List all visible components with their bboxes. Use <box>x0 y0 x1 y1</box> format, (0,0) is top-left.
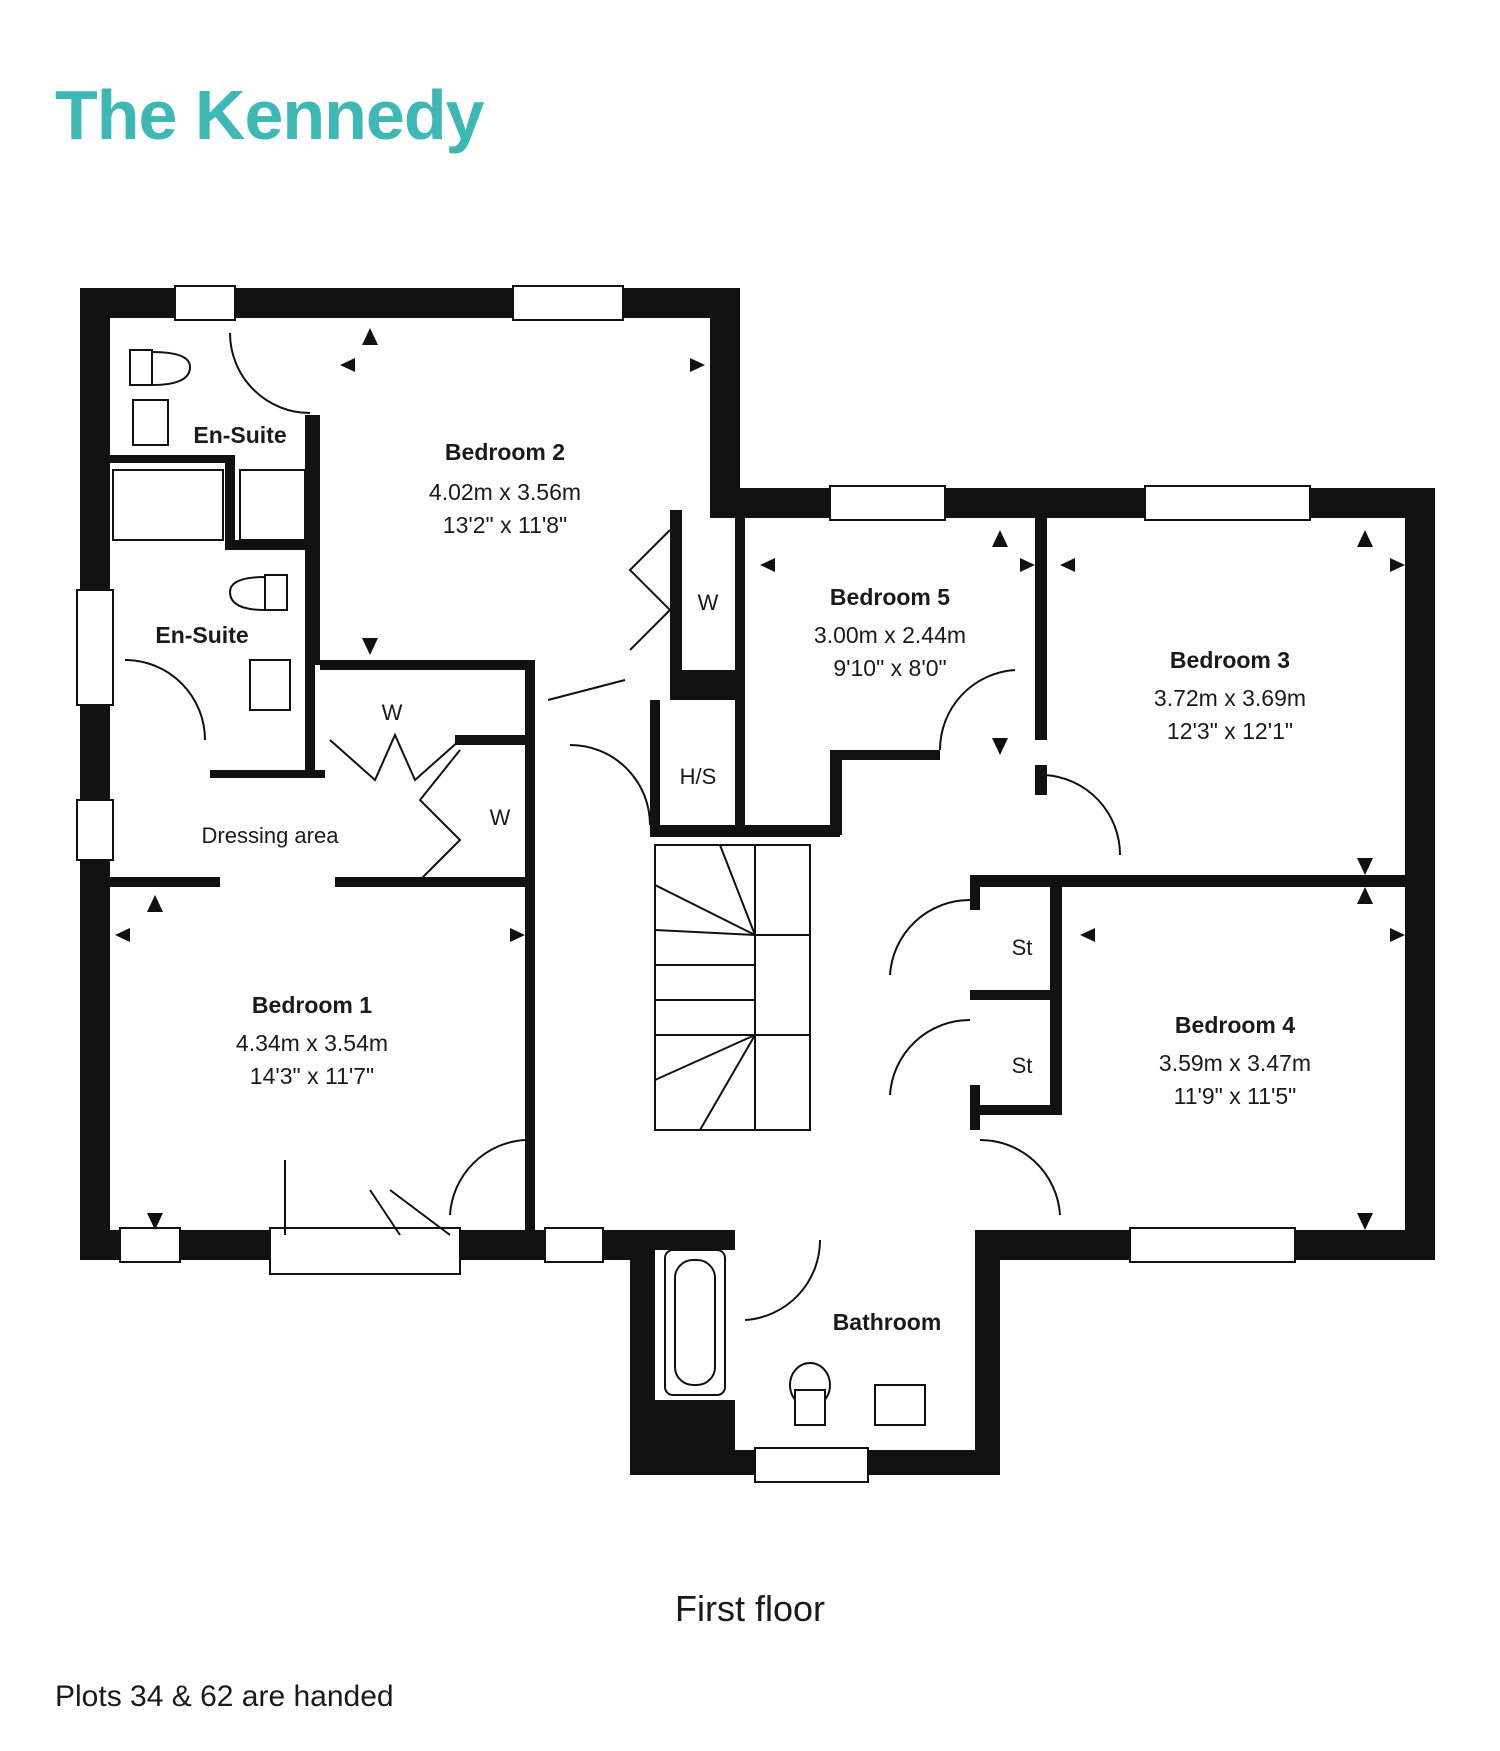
fixtures <box>112 349 926 1426</box>
room-name-bedroom1: Bedroom 1 <box>252 992 372 1018</box>
wardrobe-label-bedroom2: W <box>698 590 719 615</box>
handed-note: Plots 34 & 62 are handed <box>55 1680 394 1713</box>
windows <box>76 285 1311 1483</box>
room-imperial-bedroom3: 12'3" x 12'1" <box>1167 718 1293 744</box>
room-metric-bedroom3: 3.72m x 3.69m <box>1154 685 1306 711</box>
floor-label: First floor <box>674 1588 825 1629</box>
room-name-bedroom2: Bedroom 2 <box>445 439 565 465</box>
room-metric-bedroom5: 3.00m x 2.44m <box>814 622 966 648</box>
room-metric-bedroom4: 3.59m x 3.47m <box>1159 1050 1311 1076</box>
store-label-1: St <box>1012 935 1033 960</box>
doors <box>124 332 1122 1321</box>
room-name-hs: H/S <box>680 764 717 789</box>
room-name-bedroom3: Bedroom 3 <box>1170 647 1290 673</box>
labels: Bedroom 2 4.02m x 3.56m 13'2" x 11'8" Be… <box>155 422 1311 1335</box>
room-imperial-bedroom1: 14'3" x 11'7" <box>250 1063 374 1089</box>
room-imperial-bedroom4: 11'9" x 11'5" <box>1174 1083 1297 1109</box>
room-name-dressing-area: Dressing area <box>202 823 340 848</box>
room-name-bedroom4: Bedroom 4 <box>1175 1012 1295 1038</box>
room-name-bedroom5: Bedroom 5 <box>830 584 950 610</box>
room-name-bathroom: Bathroom <box>833 1309 942 1335</box>
room-metric-bedroom1: 4.34m x 3.54m <box>236 1030 388 1056</box>
walls <box>80 288 1435 1475</box>
room-imperial-bedroom2: 13'2" x 11'8" <box>443 512 567 538</box>
stairs <box>654 844 811 1131</box>
store-label-2: St <box>1012 1053 1033 1078</box>
room-metric-bedroom2: 4.02m x 3.56m <box>429 479 581 505</box>
room-name-ensuite-top: En-Suite <box>193 422 286 448</box>
room-name-ensuite-mid: En-Suite <box>155 622 248 648</box>
wardrobe-label-dressing-1: W <box>382 700 403 725</box>
wardrobe-label-dressing-2: W <box>490 805 511 830</box>
plan-title: The Kennedy <box>55 76 485 154</box>
room-imperial-bedroom5: 9'10" x 8'0" <box>833 655 946 681</box>
dimension-arrows <box>115 328 1405 1230</box>
